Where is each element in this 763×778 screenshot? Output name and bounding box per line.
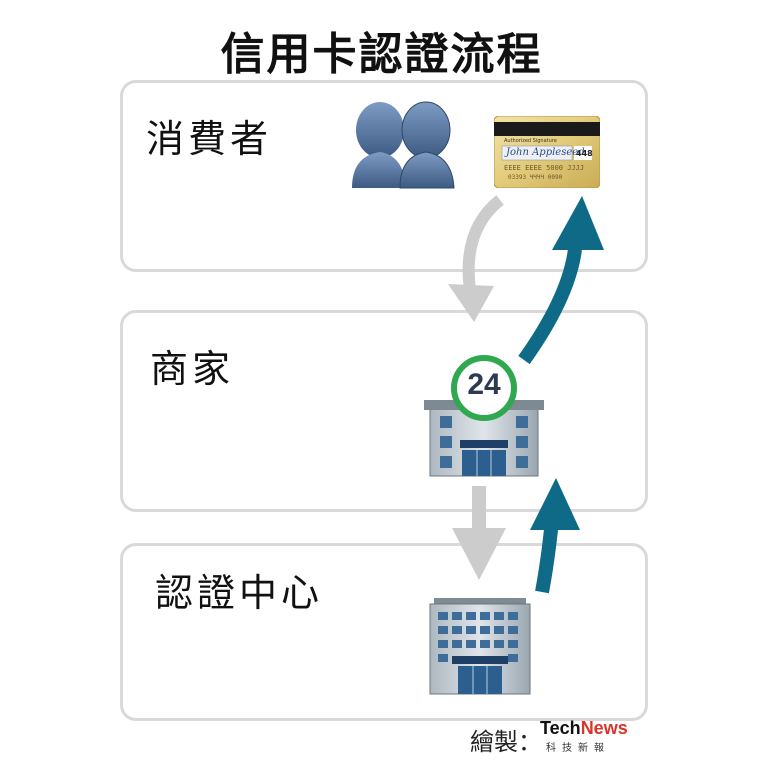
credit-card-icon: Authorized Signature John Appleseed 448 … [493,115,601,189]
footer-credit: 繪製： TechNews 科技新報 [470,718,640,758]
store-24h-icon [424,355,544,477]
people-icon [352,101,455,189]
office-building-icon [429,598,531,695]
card-number: EEEE EEEE 5000 JJJJ [504,164,585,172]
gray-arrow-down-1 [448,195,504,322]
card-signature-caption: Authorized Signature [504,138,557,144]
card-name: John Appleseed [506,147,585,158]
teal-arrow-up-1 [518,196,604,365]
brand-subtitle: 科技新報 [546,743,610,754]
brand-logo: TechNews [540,718,628,739]
merchant-label: 商家 [150,347,235,391]
auth-center-label: 認證中心 [155,571,324,615]
brand-news: News [580,718,628,738]
merchant-box [120,310,648,512]
store-24h-badge: 24 [467,368,501,401]
gray-arrow-down-2 [452,486,506,580]
page-title: 信用卡認證流程 [220,29,543,80]
consumer-label: 消費者 [146,117,273,161]
auth-center-box [120,543,648,721]
card-cvv: 448 [576,149,593,158]
teal-arrow-up-2 [530,478,580,594]
card-number-2: 03393 ЧЧЧЧ 0090 [508,174,563,181]
footer-label: 繪製： [470,728,542,756]
brand-tech: Tech [540,718,581,738]
